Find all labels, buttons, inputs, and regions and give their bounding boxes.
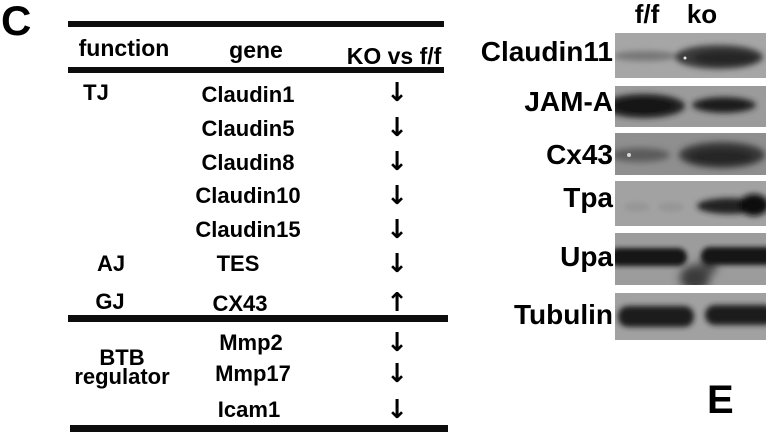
down-arrow-icon: ↓ [386, 395, 408, 425]
gene-cell: Claudin10 [195, 183, 301, 208]
down-arrow-icon: ↓ [386, 181, 408, 211]
blot-image-cx43 [615, 133, 766, 175]
function-group-gj: GJ [95, 289, 125, 314]
function-group-btb-regulator: BTB regulator [74, 345, 170, 389]
protein-label-upa: Upa [560, 241, 613, 272]
down-arrow-icon: ↓ [386, 147, 408, 177]
blot-image-upa [615, 233, 766, 285]
down-arrow-icon: ↓ [386, 249, 408, 279]
table-header-rule [68, 67, 444, 73]
table-mid-rule [68, 315, 448, 322]
gene-cell: Claudin1 [201, 82, 295, 107]
down-arrow-icon: ↓ [386, 215, 408, 245]
gene-cell: Claudin8 [201, 150, 295, 175]
gene-cell: Mmp17 [215, 361, 291, 386]
down-arrow-icon: ↓ [386, 113, 408, 143]
table-header-comparison: KO vs f/f [346, 43, 442, 69]
protein-label-tubulin: Tubulin [514, 299, 613, 330]
protein-label-claudin11: Claudin11 [480, 36, 613, 67]
gene-cell: Mmp2 [219, 330, 283, 355]
blot-image-tubulin [615, 293, 766, 340]
lane-header-ko: ko [686, 0, 718, 29]
function-group-tj: TJ [83, 80, 109, 105]
gene-cell: TES [216, 251, 260, 276]
up-arrow-icon: ↑ [386, 288, 408, 318]
blot-image-tpa [615, 181, 766, 226]
lane-header-ff: f/f [634, 0, 660, 29]
panel-label-e: E [707, 378, 734, 422]
down-arrow-icon: ↓ [386, 328, 408, 358]
gene-cell: CX43 [212, 291, 268, 316]
protein-label-cx43: Cx43 [546, 139, 613, 170]
function-group-aj: AJ [96, 251, 126, 276]
protein-label-tpa: Tpa [563, 182, 613, 213]
panel-label-c: C [1, 0, 32, 44]
blot-image-jam-a [615, 86, 766, 127]
down-arrow-icon: ↓ [386, 78, 408, 108]
gene-cell: Icam1 [217, 397, 281, 422]
down-arrow-icon: ↓ [386, 359, 408, 389]
protein-label-jam-a: JAM-A [524, 86, 613, 117]
gene-cell: Claudin15 [195, 217, 301, 242]
table-header-gene: gene [229, 37, 283, 63]
blot-image-claudin11 [615, 33, 766, 78]
table-bottom-rule [70, 425, 448, 432]
gene-cell: Claudin5 [201, 116, 295, 141]
table-header-function: function [78, 35, 170, 61]
table-top-rule [68, 21, 444, 27]
